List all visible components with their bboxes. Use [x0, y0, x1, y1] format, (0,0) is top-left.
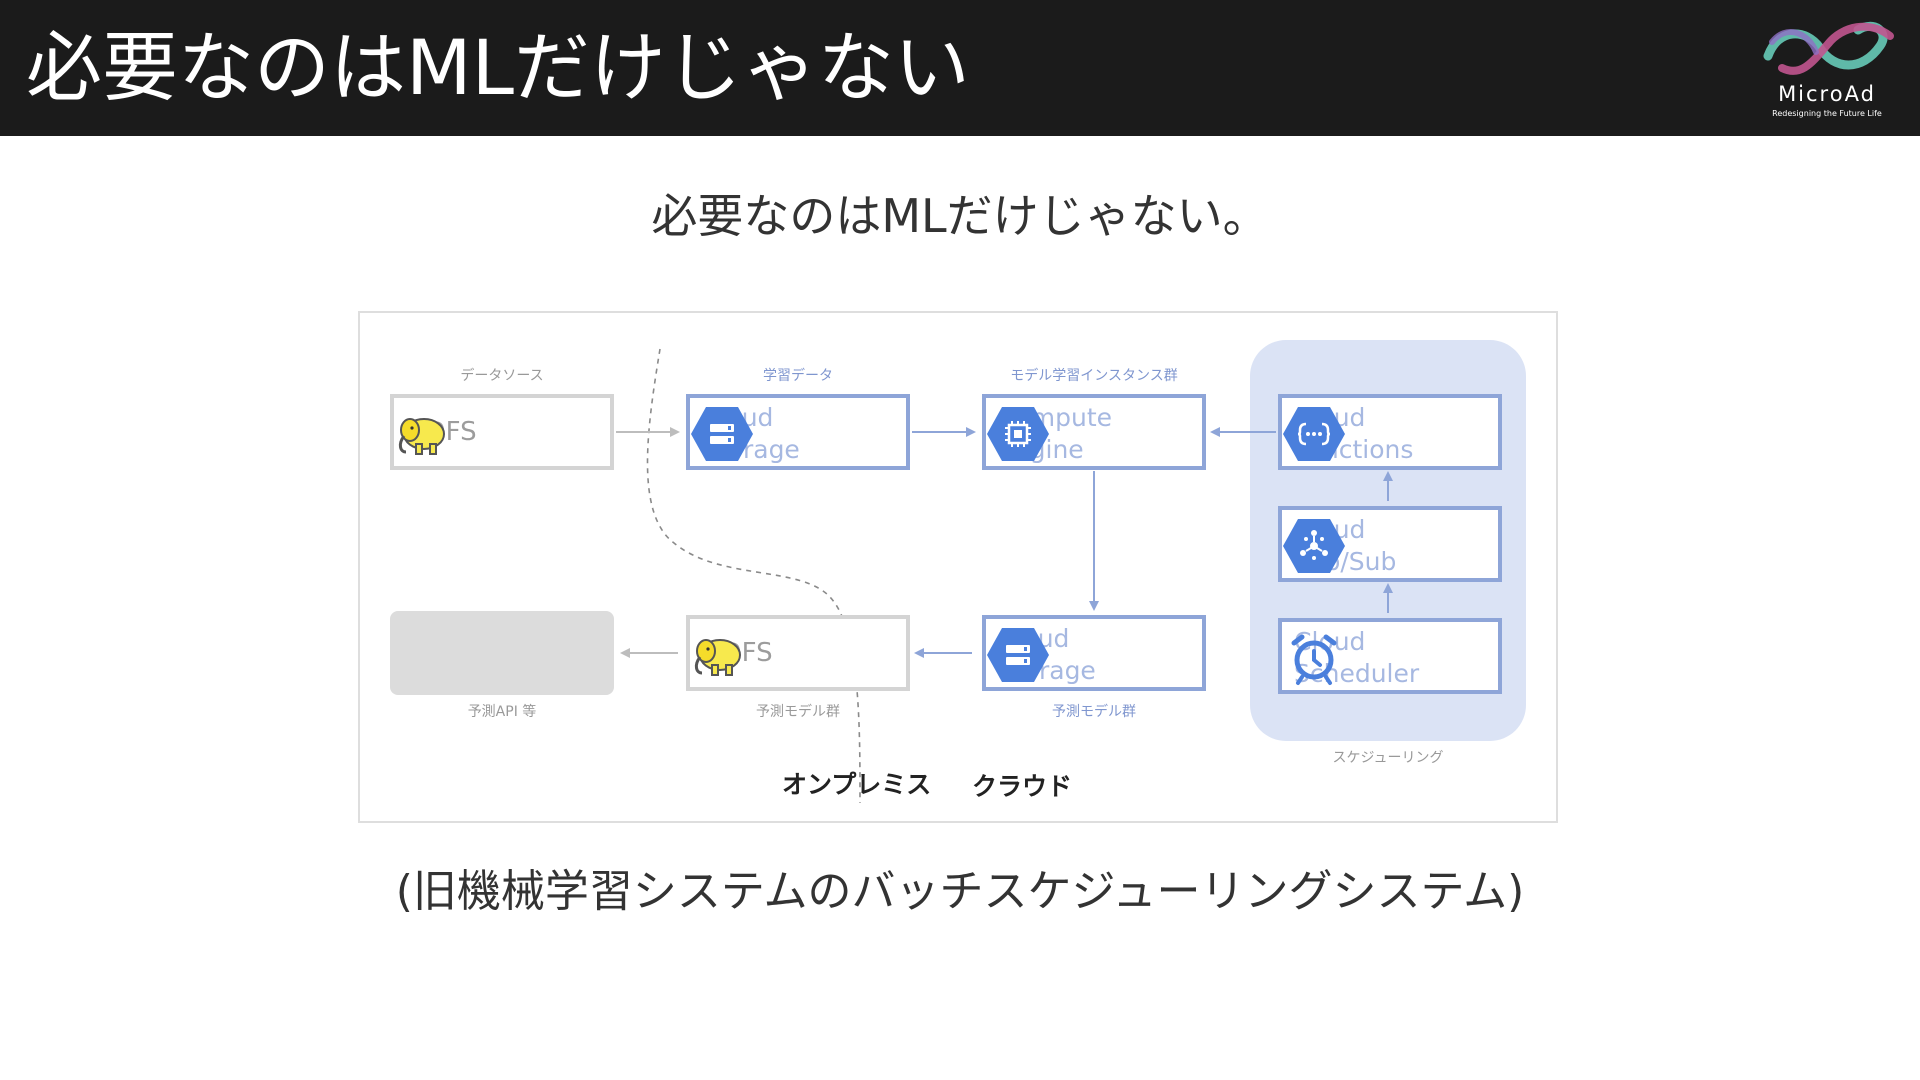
microad-logo: MicroAd Redesigning the Future Life	[1752, 12, 1902, 124]
node-cloud-functions: Cloud Functions	[1278, 394, 1502, 470]
label-prediction-models-cloud: 予測モデル群	[1052, 704, 1136, 720]
node-hdfs-models: HDFS	[686, 615, 910, 691]
compute-engine-chip-icon	[987, 407, 1049, 461]
header-bar: 必要なのはMLだけじゃない MicroAd Redesigning the Fu…	[0, 0, 1920, 136]
logo-tagline: Redesigning the Future Life	[1772, 109, 1882, 118]
node-cloud-storage-models: Cloud Storage	[982, 615, 1206, 691]
label-scheduling: スケジューリング	[1332, 750, 1444, 766]
slide-subtitle: 必要なのはMLだけじゃない。	[651, 189, 1269, 243]
node-cloud-storage-training: Cloud Storage	[686, 394, 910, 470]
label-training-instances: モデル学習インスタンス群	[1010, 368, 1178, 384]
label-training-data: 学習データ	[763, 368, 833, 384]
page-title: 必要なのはMLだけじゃない	[26, 23, 970, 112]
node-cloud-scheduler: Cloud Scheduler	[1278, 618, 1502, 694]
label-prediction-api: 予測API 等	[467, 704, 537, 720]
hadoop-elephant-icon	[398, 418, 445, 455]
cloud-functions-icon	[1283, 407, 1345, 461]
zone-label-cloud: クラウド	[972, 772, 1073, 801]
cloud-storage-icon	[987, 628, 1049, 682]
label-prediction-models-onprem: 予測モデル群	[756, 704, 840, 720]
node-cloud-pubsub: Cloud Pub/Sub	[1278, 506, 1502, 582]
pubsub-icon	[1283, 519, 1345, 573]
node-prediction-api	[390, 611, 614, 695]
logo-name: MicroAd	[1778, 82, 1876, 106]
zone-label-onprem: オンプレミス	[782, 770, 932, 799]
alarm-clock-icon	[1291, 634, 1337, 685]
hadoop-elephant-icon	[694, 639, 741, 676]
label-data-source: データソース	[460, 368, 544, 384]
cloud-storage-icon	[691, 407, 753, 461]
architecture-diagram: データソース 学習データ モデル学習インスタンス群 予測API 等 予測モデル群…	[358, 311, 1558, 823]
node-compute-engine: Compute Engine	[982, 394, 1206, 470]
microad-logo-mark-icon	[1763, 21, 1894, 75]
diagram-caption: (旧機械学習システムのバッチスケジューリングシステム)	[395, 866, 1525, 917]
node-hdfs-source: HDFS	[390, 394, 614, 470]
